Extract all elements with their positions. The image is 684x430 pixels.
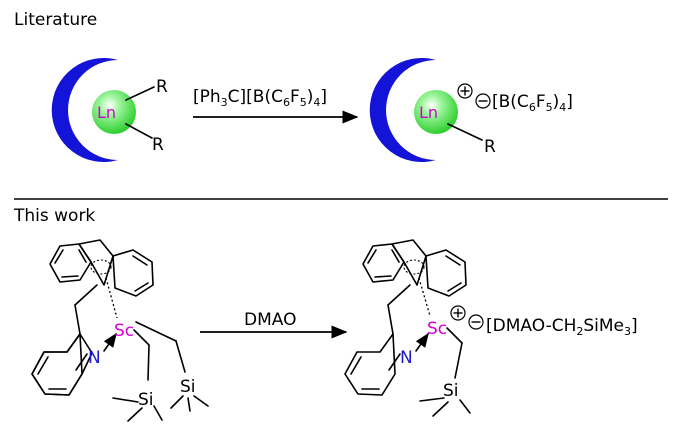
product-scandium-label: Sc [427, 319, 447, 339]
metal-sphere-icon [92, 90, 136, 134]
dmao-anion: [DMAO-CH2SiMe3] [486, 316, 638, 338]
scandium-label: Sc [114, 321, 134, 341]
literature-reagent: [Ph3C][B(C6F5)4] [193, 87, 327, 109]
product-sc-cp-bond [418, 277, 431, 317]
scandium-product: N Sc Si [DMAO-CH2SiMe3] [344, 239, 638, 417]
product-silicon-label: Si [443, 381, 459, 401]
literature-product: Ln R [B(C6F5)4] [369, 57, 573, 162]
negative-charge-icon [475, 93, 491, 109]
product-fluorenyl-right-ring [425, 249, 467, 297]
scandium-reactant: N Sc Si Si [31, 239, 209, 422]
ligand-crescent-icon [51, 58, 119, 162]
product-negative-charge-icon [468, 314, 484, 330]
product-fluorenyl-center-ring [391, 239, 427, 286]
fluorenyl-center-ring [78, 239, 114, 286]
product-bond-r [447, 123, 483, 141]
product-crescent-icon [369, 57, 436, 162]
literature-anion: [B(C6F5)4] [492, 92, 573, 114]
product-cp-centroid-icon [403, 259, 425, 275]
bond-r-lower [125, 123, 153, 139]
product-nitrogen-label: N [400, 348, 413, 368]
bond-r-upper [125, 86, 155, 101]
metal-label: Ln [97, 103, 116, 122]
cp-centroid-icon [90, 259, 112, 275]
product-metal-sphere-icon [414, 90, 458, 134]
positive-charge-icon [457, 83, 473, 99]
product-n-sc-dative-bond [415, 332, 429, 352]
n-sc-dative-bond [103, 332, 117, 352]
literature-reactant: Ln R R [51, 58, 168, 162]
dmao-reagent: DMAO [244, 310, 296, 330]
substituent-r-upper: R [156, 77, 168, 97]
this-work-title: This work [13, 206, 95, 226]
literature-title: Literature [14, 10, 97, 30]
product-substituent-r: R [484, 137, 496, 157]
silicon-label-2: Si [180, 377, 196, 397]
silicon-label-1: Si [138, 390, 154, 410]
nitrogen-label: N [88, 348, 101, 368]
fluorenyl-right-ring [112, 249, 154, 297]
product-positive-charge-icon [450, 305, 466, 321]
product-metal-label: Ln [419, 103, 438, 122]
substituent-r-lower: R [152, 135, 164, 155]
product-pyridine-skeleton [344, 333, 396, 396]
